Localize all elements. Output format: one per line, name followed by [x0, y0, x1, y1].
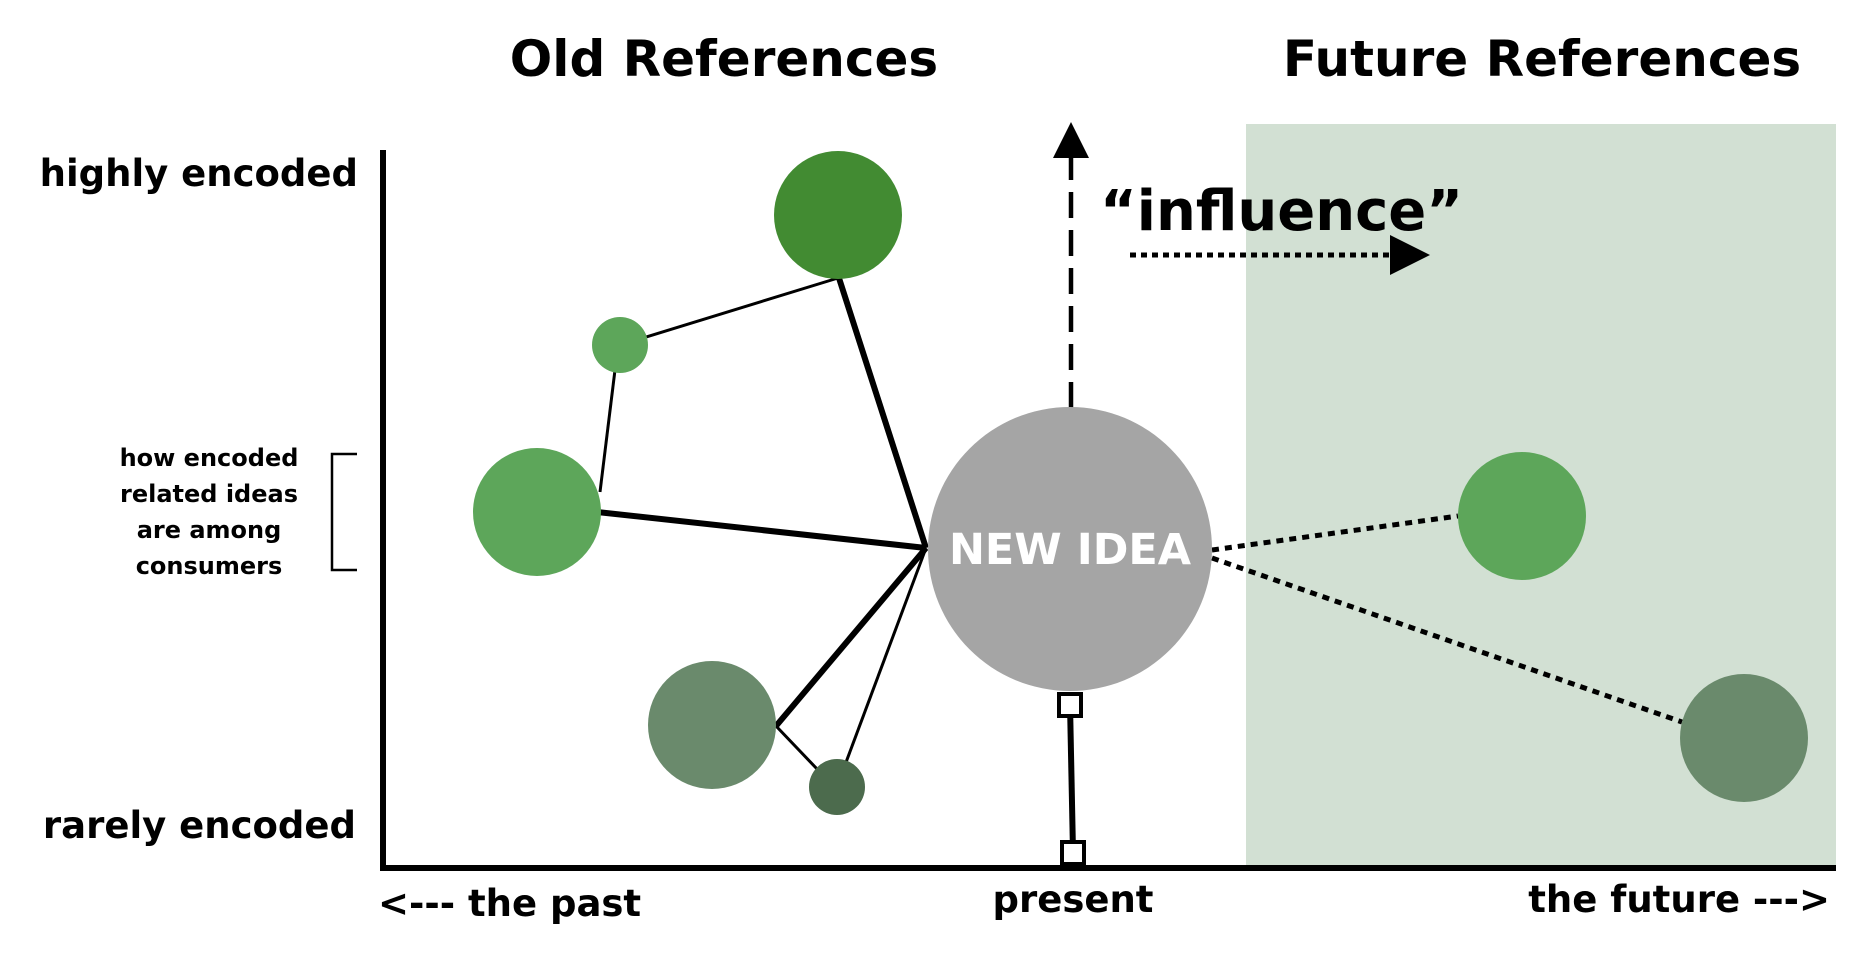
edge-lowerleft-to-new-idea: [773, 546, 929, 728]
y-bracket-line-1: how encoded: [120, 444, 299, 472]
edge-new-idea-to-future-lower: [1211, 555, 1683, 725]
edge-new-idea-to-future-upper: [1211, 513, 1459, 553]
past-node-top: [774, 151, 902, 279]
stem-bottom-square: [1060, 840, 1086, 866]
y-axis-bracket: [330, 452, 357, 572]
edge-lowerleft-to-tiny: [774, 724, 820, 772]
y-bracket-line-3: are among: [137, 516, 282, 544]
y-axis-top-label: highly encoded: [40, 152, 358, 195]
edge-top-to-small: [619, 276, 839, 347]
edge-left-to-new-idea: [596, 509, 927, 551]
x-axis-present-label: present: [993, 878, 1154, 921]
y-bracket-line-2: related ideas: [120, 480, 298, 508]
y-axis-bottom-label: rarely encoded: [43, 804, 356, 847]
x-axis-future-label: the future --->: [1528, 878, 1830, 921]
stem-top-square: [1057, 692, 1083, 718]
past-node-small: [592, 317, 648, 373]
x-axis-past-label: <--- the past: [378, 882, 641, 925]
edge-small-to-left: [598, 369, 617, 493]
edge-top-to-new-idea: [835, 274, 929, 549]
heading-old-references: Old References: [510, 30, 938, 88]
influence-label: “influence”: [1100, 179, 1463, 244]
y-bracket-line-4: consumers: [136, 552, 283, 580]
heading-future-references: Future References: [1283, 30, 1801, 88]
past-node-left: [473, 448, 601, 576]
new-idea-stem: [1067, 703, 1076, 853]
past-node-lower-left: [648, 661, 776, 789]
future-node-lower: [1680, 674, 1808, 802]
new-idea-node: [928, 407, 1212, 691]
edge-tiny-to-new-idea: [843, 547, 928, 766]
future-node-upper: [1458, 452, 1586, 580]
past-node-tiny: [809, 759, 865, 815]
new-idea-label: NEW IDEA: [949, 525, 1192, 575]
